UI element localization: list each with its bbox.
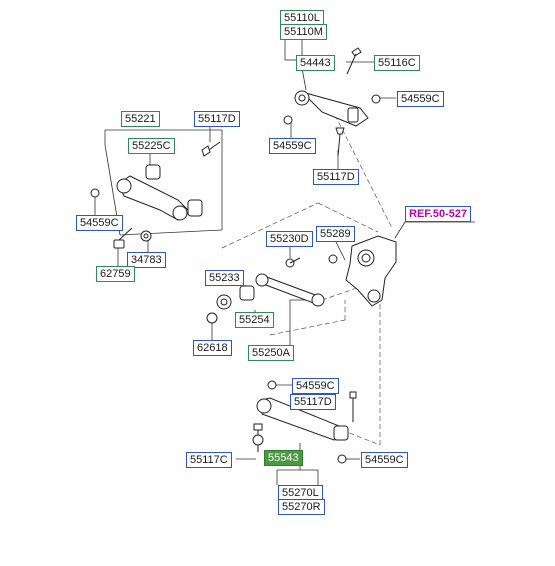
label-54559C-top[interactable]: 54559C bbox=[269, 138, 316, 154]
label-55289[interactable]: 55289 bbox=[316, 226, 355, 242]
label-34783[interactable]: 34783 bbox=[127, 252, 166, 268]
label-54443[interactable]: 54443 bbox=[296, 55, 335, 71]
label-55254[interactable]: 55254 bbox=[235, 312, 274, 328]
label-62759[interactable]: 62759 bbox=[96, 266, 135, 282]
label-55221[interactable]: 55221 bbox=[121, 111, 160, 127]
label-55117D-top[interactable]: 55117D bbox=[313, 169, 359, 185]
label-55230D[interactable]: 55230D bbox=[266, 231, 313, 247]
label-54559C-left[interactable]: 54559C bbox=[76, 215, 123, 231]
label-62618[interactable]: 62618 bbox=[193, 340, 232, 356]
label-55270R[interactable]: 55270R bbox=[278, 499, 325, 515]
label-55116C[interactable]: 55116C bbox=[374, 55, 420, 71]
label-55250A[interactable]: 55250A bbox=[248, 345, 294, 361]
label-55110M[interactable]: 55110M bbox=[280, 24, 327, 40]
part-shapes bbox=[90, 47, 397, 464]
label-ref-50-527[interactable]: REF.50-527 bbox=[405, 206, 472, 222]
label-55117C[interactable]: 55117C bbox=[186, 452, 232, 468]
label-55117D-bottom[interactable]: 55117D bbox=[290, 394, 336, 410]
label-54559C-bottom-top[interactable]: 54559C bbox=[292, 378, 339, 394]
label-54559C-top-right[interactable]: 54559C bbox=[397, 91, 444, 107]
label-55225C[interactable]: 55225C bbox=[128, 138, 175, 154]
label-55117D-left[interactable]: 55117D bbox=[194, 111, 240, 127]
label-55233[interactable]: 55233 bbox=[205, 270, 244, 286]
label-55543[interactable]: 55543 bbox=[264, 450, 303, 466]
label-54559C-bottom-right[interactable]: 54559C bbox=[361, 452, 408, 468]
